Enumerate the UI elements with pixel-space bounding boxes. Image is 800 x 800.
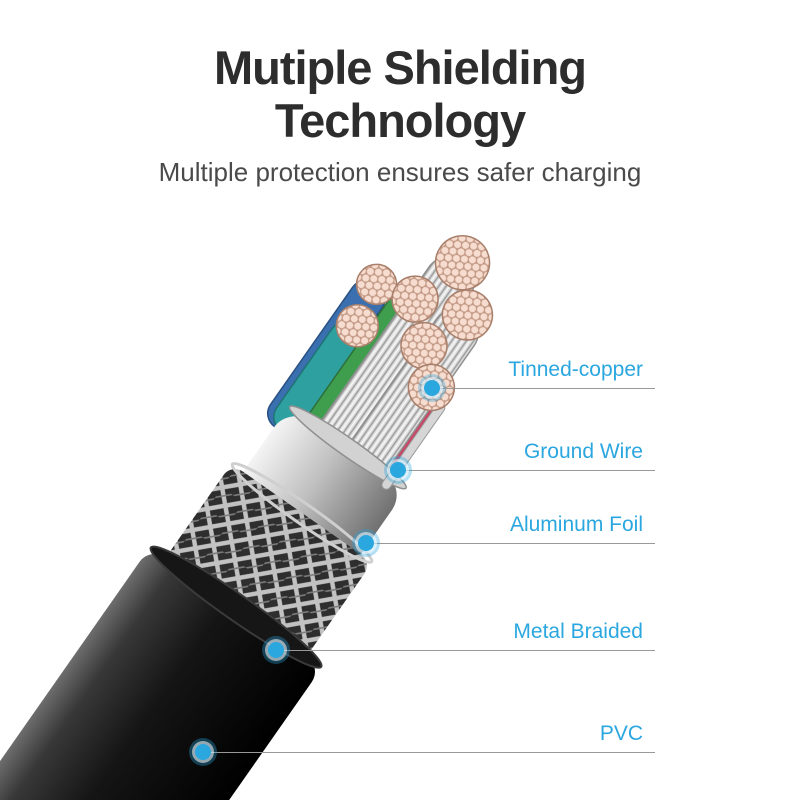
title-line-1: Mutiple Shielding: [213, 41, 587, 94]
callout-label-aluminum-foil: Aluminum Foil: [509, 513, 643, 536]
aluminum-foil-layer: [238, 405, 408, 565]
pvc-jacket-layer: [0, 545, 323, 800]
metal-braid-layer: [156, 461, 374, 672]
callout-dot-icon: [268, 642, 284, 658]
callout-ground-wire: Ground Wire: [390, 436, 655, 478]
callout-label-pvc: PVC: [599, 722, 643, 745]
callout-label-ground-wire: Ground Wire: [523, 440, 643, 463]
page-subtitle: Multiple protection ensures safer chargi…: [158, 157, 642, 188]
title-line-2: Technology: [274, 93, 526, 147]
callout-tinned-copper: Tinned-copper: [424, 354, 655, 396]
callout-aluminum-foil: Aluminum Foil: [358, 509, 655, 551]
callout-label-tinned-copper: Tinned-copper: [508, 358, 643, 381]
callout-dot-icon: [424, 380, 440, 396]
callout-pvc: PVC: [195, 718, 655, 760]
callout-label-metal-braided: Metal Braided: [513, 620, 643, 643]
callout-dot-icon: [195, 744, 211, 760]
callout-dot-icon: [390, 462, 406, 478]
callout-metal-braided: Metal Braided: [268, 616, 655, 658]
callout-dot-icon: [358, 535, 374, 551]
